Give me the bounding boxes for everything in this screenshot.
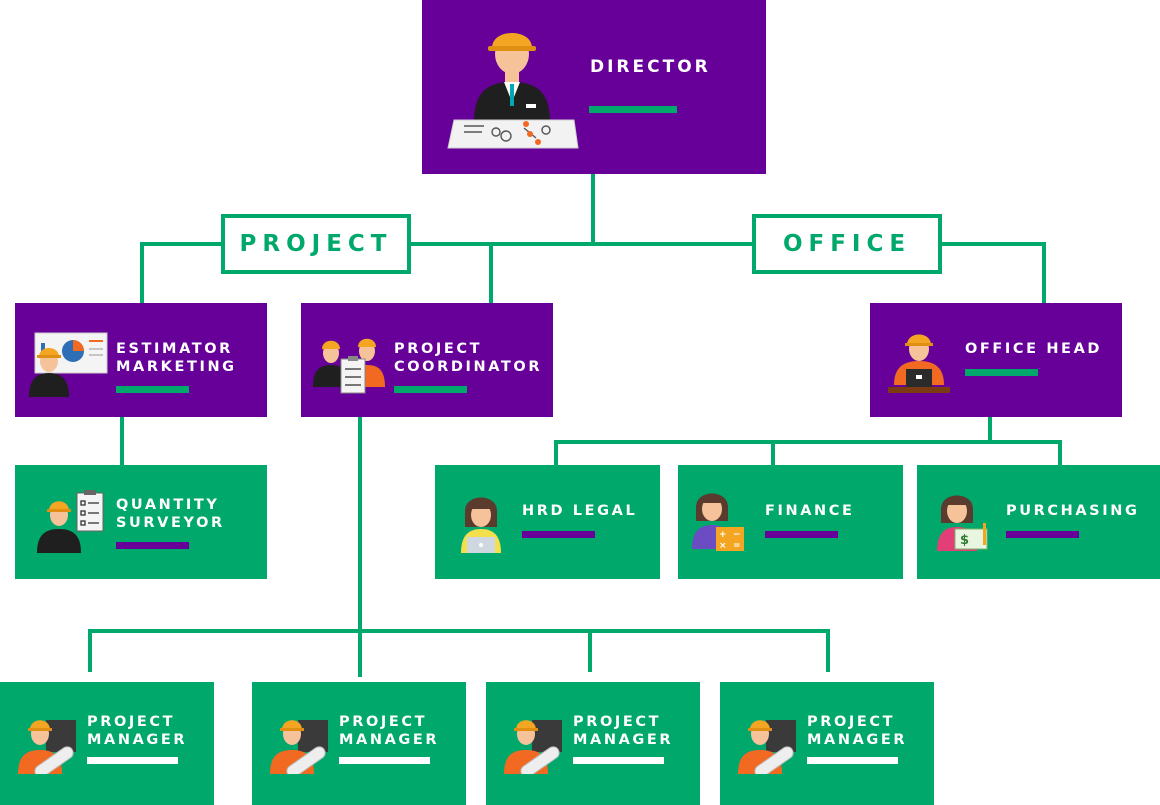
- connector-line: [1058, 440, 1062, 466]
- hrd-legal-box: HRD LEGAL: [435, 465, 660, 579]
- node-title: PROJECT MANAGER: [573, 714, 674, 748]
- connector-line: [988, 417, 992, 442]
- node-title: HRD LEGAL: [522, 503, 638, 519]
- engineer-with-blueprint-roll-icon: [738, 720, 796, 774]
- connector-line: [1042, 242, 1046, 304]
- connector-line: [489, 242, 493, 304]
- node-title: ESTIMATOR MARKETING: [116, 341, 237, 375]
- connector-line: [588, 629, 592, 672]
- quantity-surveyor-box: QUANTITY SURVEYOR: [15, 465, 267, 579]
- node-accent-bar: [765, 531, 838, 538]
- node-accent-bar: [87, 757, 178, 764]
- connector-line: [554, 440, 1062, 444]
- node-title: PROJECT MANAGER: [339, 714, 440, 748]
- office-head-box: OFFICE HEAD: [870, 303, 1122, 417]
- connector-line: [88, 629, 830, 633]
- node-accent-bar: [394, 386, 467, 393]
- node-accent-bar: [116, 542, 189, 549]
- node-accent-bar: [116, 386, 189, 393]
- section-office: OFFICE: [752, 214, 942, 274]
- section-project: PROJECT: [221, 214, 411, 274]
- connector-line: [554, 440, 558, 466]
- project-manager-box: PROJECT MANAGER: [252, 682, 466, 805]
- node-accent-bar: [522, 531, 595, 538]
- finance-box: +−× = FINANCE: [678, 465, 903, 579]
- connector-line: [140, 242, 1046, 246]
- surveyor-with-clipboard-icon: [37, 490, 104, 553]
- engineer-with-blueprint-roll-icon: [270, 720, 328, 774]
- engineer-with-blueprint-roll-icon: [18, 720, 76, 774]
- coordinator-team-with-checklist-icon: [313, 338, 385, 394]
- node-title: PURCHASING: [1006, 503, 1140, 519]
- office-head-at-desk-icon: [888, 334, 950, 393]
- connector-line: [120, 417, 124, 465]
- node-title: PROJECT MANAGER: [807, 714, 908, 748]
- director-at-desk-with-blueprint-icon: [447, 33, 579, 149]
- connector-line: [358, 417, 362, 677]
- project-manager-box: PROJECT MANAGER: [720, 682, 934, 805]
- svg-text:−: −: [733, 530, 741, 540]
- connector-line: [140, 242, 144, 304]
- project-coordinator-box: PROJECT COORDINATOR: [301, 303, 553, 417]
- woman-with-laptop-icon: [461, 497, 501, 553]
- estimator-with-chart-board-icon: [29, 332, 108, 397]
- svg-text:×: ×: [719, 541, 727, 551]
- connector-line: [88, 629, 92, 672]
- node-title: PROJECT COORDINATOR: [394, 341, 543, 375]
- estimator-marketing-box: ESTIMATOR MARKETING: [15, 303, 267, 417]
- node-accent-bar: [589, 106, 677, 113]
- connector-line: [771, 440, 775, 466]
- woman-with-cheque-icon: $: [937, 495, 988, 551]
- svg-text:+: +: [719, 530, 727, 540]
- engineer-with-blueprint-roll-icon: [504, 720, 562, 774]
- purchasing-box: $ PURCHASING: [917, 465, 1160, 579]
- node-title: OFFICE HEAD: [965, 341, 1103, 357]
- node-title: DIRECTOR: [590, 57, 711, 77]
- node-accent-bar: [573, 757, 664, 764]
- node-title: QUANTITY SURVEYOR: [116, 497, 225, 531]
- project-manager-box: PROJECT MANAGER: [0, 682, 214, 805]
- node-accent-bar: [339, 757, 430, 764]
- svg-text:=: =: [733, 541, 741, 551]
- connector-line: [591, 174, 595, 246]
- node-accent-bar: [807, 757, 898, 764]
- project-manager-box: PROJECT MANAGER: [486, 682, 700, 805]
- node-title: PROJECT MANAGER: [87, 714, 188, 748]
- woman-with-calculator-icon: +−× =: [692, 493, 744, 551]
- director-box: DIRECTOR: [422, 0, 766, 174]
- connector-line: [826, 629, 830, 672]
- svg-text:$: $: [960, 533, 969, 548]
- node-accent-bar: [1006, 531, 1079, 538]
- node-accent-bar: [965, 369, 1038, 376]
- node-title: FINANCE: [765, 503, 855, 519]
